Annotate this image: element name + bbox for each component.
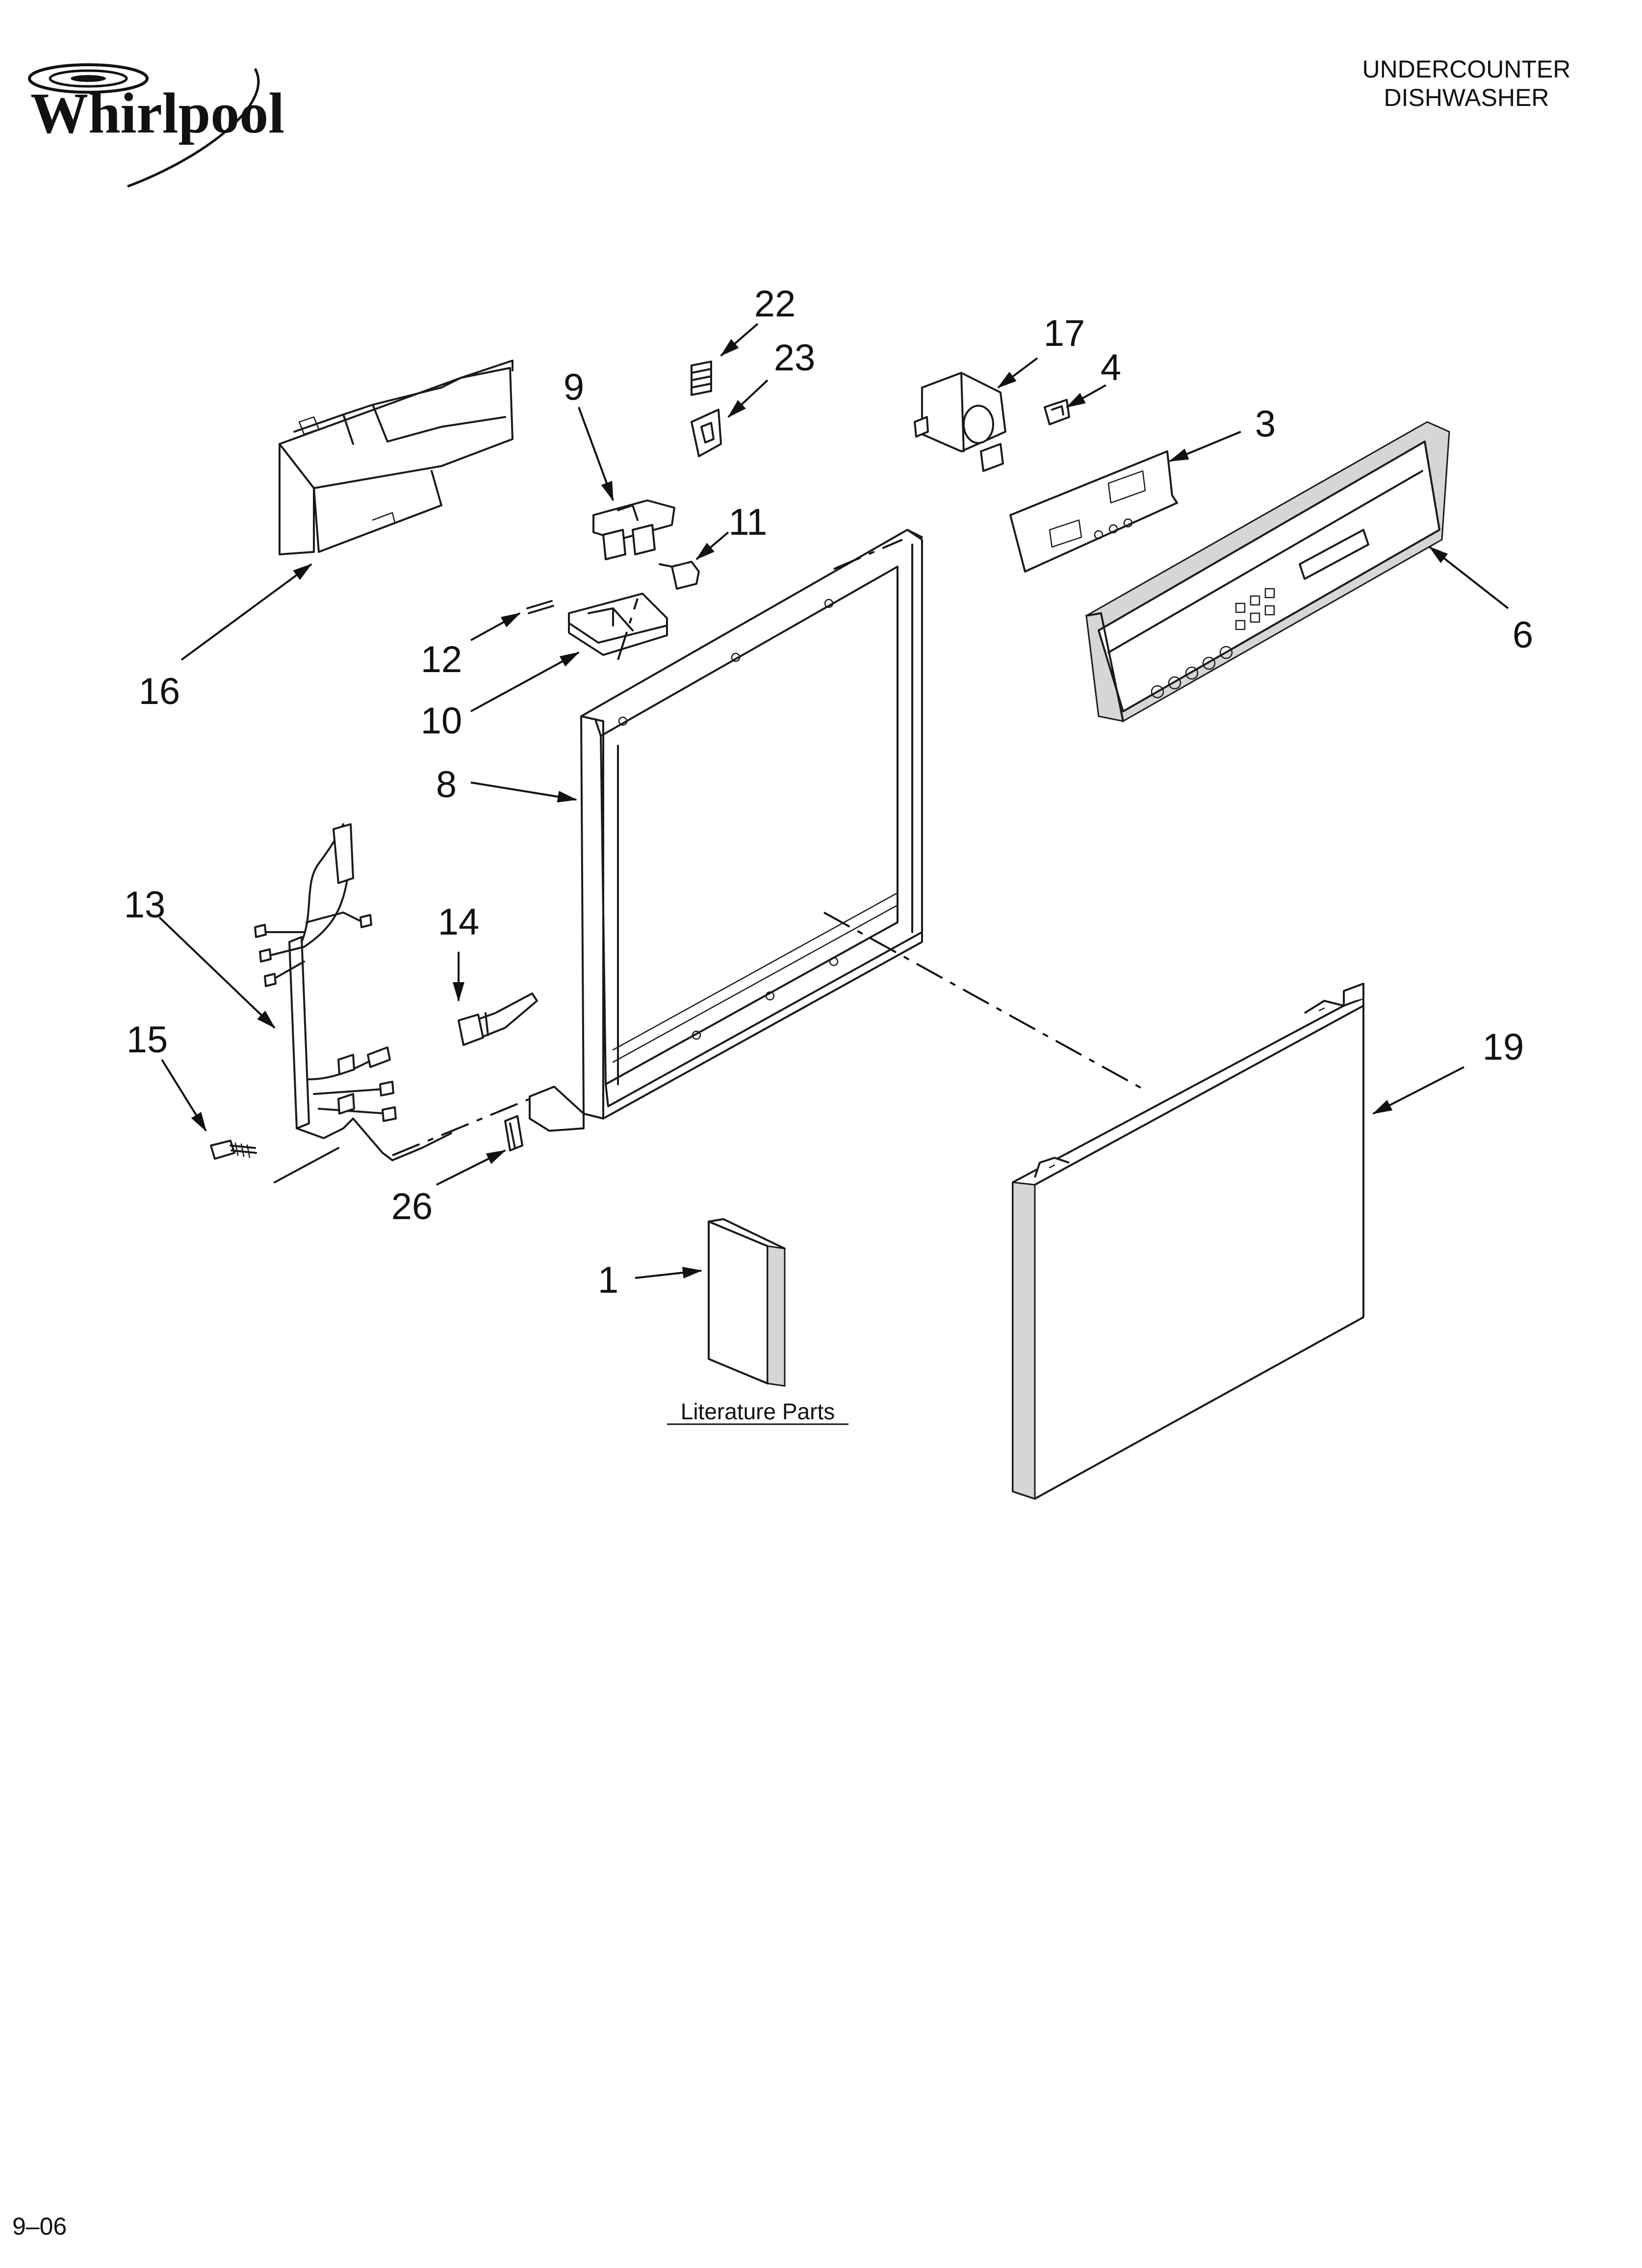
part-14-sensor bbox=[458, 992, 538, 1046]
callout-14: 14 bbox=[438, 901, 480, 943]
part-16-cover bbox=[279, 360, 513, 555]
callout-23: 23 bbox=[774, 337, 816, 379]
part-1-literature-book bbox=[708, 1218, 786, 1387]
callout-10: 10 bbox=[421, 700, 462, 742]
literature-parts-label: Literature Parts bbox=[667, 1399, 848, 1425]
callout-13: 13 bbox=[124, 884, 166, 926]
callout-1: 1 bbox=[598, 1259, 618, 1301]
callout-17: 17 bbox=[1044, 313, 1085, 354]
part-22-spring bbox=[691, 361, 712, 396]
callout-19: 19 bbox=[1483, 1026, 1524, 1068]
svg-text:Literature Parts: Literature Parts bbox=[681, 1399, 835, 1424]
part-12-pin bbox=[526, 600, 554, 614]
swirl-emblem-icon bbox=[28, 63, 260, 188]
part-15-screw bbox=[210, 1140, 257, 1160]
callout-15: 15 bbox=[127, 1019, 168, 1061]
callout-8: 8 bbox=[436, 764, 457, 806]
callout-6: 6 bbox=[1513, 614, 1533, 656]
callout-26: 26 bbox=[391, 1186, 433, 1227]
part-26-clip bbox=[504, 1115, 523, 1151]
callout-12: 12 bbox=[421, 639, 462, 680]
part-10-latch-housing bbox=[568, 593, 668, 656]
part-9-latch bbox=[592, 499, 675, 560]
part-6-console bbox=[1085, 421, 1450, 722]
part-8-door-frame bbox=[529, 529, 923, 1132]
part-11-switch bbox=[659, 561, 700, 590]
callout-4: 4 bbox=[1101, 347, 1121, 389]
callout-3: 3 bbox=[1255, 403, 1276, 445]
callout-11: 11 bbox=[729, 501, 768, 543]
logo-wordmark: Whirlpool bbox=[30, 81, 284, 145]
part-3-control-board bbox=[1009, 450, 1178, 573]
part-13-wire-harness bbox=[254, 823, 452, 1183]
part-17-module bbox=[914, 372, 1006, 472]
part-4-clip bbox=[1044, 399, 1070, 425]
assembly-centerlines bbox=[392, 539, 1148, 1156]
callout-16: 16 bbox=[139, 671, 180, 712]
title-line-2: DISHWASHER bbox=[1384, 84, 1549, 111]
date-code: 9–06 bbox=[12, 2213, 67, 2240]
part-19-door-panel bbox=[1012, 983, 1364, 1500]
part-23-latch-keeper bbox=[691, 409, 722, 457]
callout-22: 22 bbox=[754, 283, 796, 325]
callout-9: 9 bbox=[564, 366, 584, 408]
callout-arrows bbox=[158, 323, 1509, 1279]
whirlpool-logo: Whirlpool bbox=[28, 63, 284, 188]
title-line-1: UNDERCOUNTER bbox=[1362, 55, 1571, 83]
